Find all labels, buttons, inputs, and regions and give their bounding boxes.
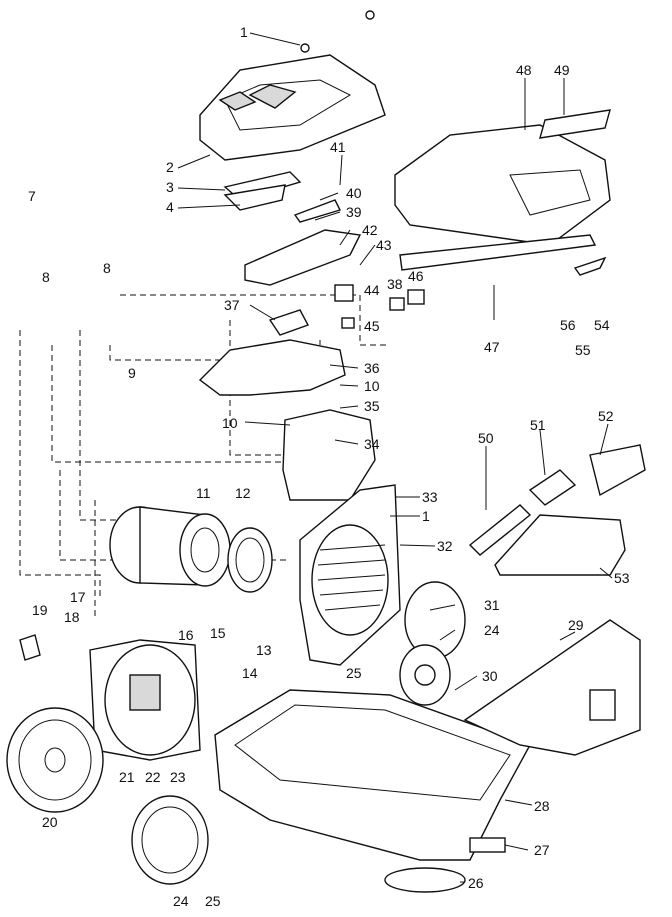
callout-3: 3 xyxy=(166,179,174,195)
callout-48: 48 xyxy=(516,62,532,78)
callout-30: 30 xyxy=(482,668,498,684)
callout-26: 26 xyxy=(468,875,484,891)
callout-10-left: 10 xyxy=(222,415,238,431)
callout-11: 11 xyxy=(196,485,211,501)
hood-assembly xyxy=(199,10,386,211)
base-housing xyxy=(214,689,532,893)
callout-45: 45 xyxy=(364,318,380,334)
callout-34: 34 xyxy=(364,436,380,452)
callout-24-bottom: 24 xyxy=(173,893,189,909)
callout-9: 9 xyxy=(128,365,136,381)
callout-52: 52 xyxy=(598,408,614,424)
callout-28: 28 xyxy=(534,798,550,814)
callout-20: 20 xyxy=(42,814,58,830)
cord-reel xyxy=(6,634,209,885)
callout-32: 32 xyxy=(437,538,453,554)
callout-10-right: 10 xyxy=(364,378,380,394)
bag-housing-frame xyxy=(299,484,466,706)
callout-56: 56 xyxy=(560,317,576,333)
callout-13: 13 xyxy=(256,642,272,658)
callout-40: 40 xyxy=(346,185,362,201)
switch-and-handle-parts xyxy=(244,199,607,336)
top-cover xyxy=(394,109,611,271)
callout-51: 51 xyxy=(530,417,546,433)
leader-lines xyxy=(177,32,613,883)
callout-50: 50 xyxy=(478,430,494,446)
motor xyxy=(109,506,273,593)
callout-46: 46 xyxy=(408,268,424,284)
callout-8-left: 8 xyxy=(42,269,50,285)
callout-22: 22 xyxy=(145,769,161,785)
callout-25-mid: 25 xyxy=(346,665,362,681)
callout-16: 16 xyxy=(178,627,194,643)
callout-1-top: 1 xyxy=(240,24,248,40)
callout-8-right: 8 xyxy=(103,260,111,276)
callout-29: 29 xyxy=(568,617,584,633)
callout-12: 12 xyxy=(235,485,251,501)
callout-15: 15 xyxy=(210,625,226,641)
callout-25-bottom: 25 xyxy=(205,893,221,909)
callout-41: 41 xyxy=(330,139,346,155)
callout-24-right: 24 xyxy=(484,622,500,638)
callout-55: 55 xyxy=(575,342,591,358)
callout-27: 27 xyxy=(534,842,550,858)
dust-bag xyxy=(463,619,641,756)
callout-39: 39 xyxy=(346,204,362,220)
callout-7: 7 xyxy=(28,188,36,204)
callout-47: 47 xyxy=(484,339,500,355)
callout-19: 19 xyxy=(32,602,48,618)
callout-38: 38 xyxy=(387,276,403,292)
callout-14: 14 xyxy=(242,665,258,681)
callout-36: 36 xyxy=(364,360,380,376)
motor-shroud xyxy=(198,339,376,501)
callout-18: 18 xyxy=(64,609,80,625)
callout-labels: 1 2 3 4 7 8 8 9 10 10 11 12 13 14 15 16 … xyxy=(28,24,630,909)
callout-49: 49 xyxy=(554,62,570,78)
callout-21: 21 xyxy=(119,769,135,785)
callout-31: 31 xyxy=(484,597,500,613)
callout-44: 44 xyxy=(364,282,380,298)
callout-1-mid: 1 xyxy=(422,508,430,524)
callout-37: 37 xyxy=(224,297,240,313)
callout-17: 17 xyxy=(70,589,86,605)
callout-35: 35 xyxy=(364,398,380,414)
callout-42: 42 xyxy=(362,222,378,238)
callout-33: 33 xyxy=(422,489,438,505)
attachments xyxy=(468,444,646,576)
callout-54: 54 xyxy=(594,317,610,333)
callout-4: 4 xyxy=(166,199,174,215)
callout-53: 53 xyxy=(614,570,630,586)
callout-23: 23 xyxy=(170,769,186,785)
callout-43: 43 xyxy=(376,237,392,253)
callout-2: 2 xyxy=(166,159,174,175)
